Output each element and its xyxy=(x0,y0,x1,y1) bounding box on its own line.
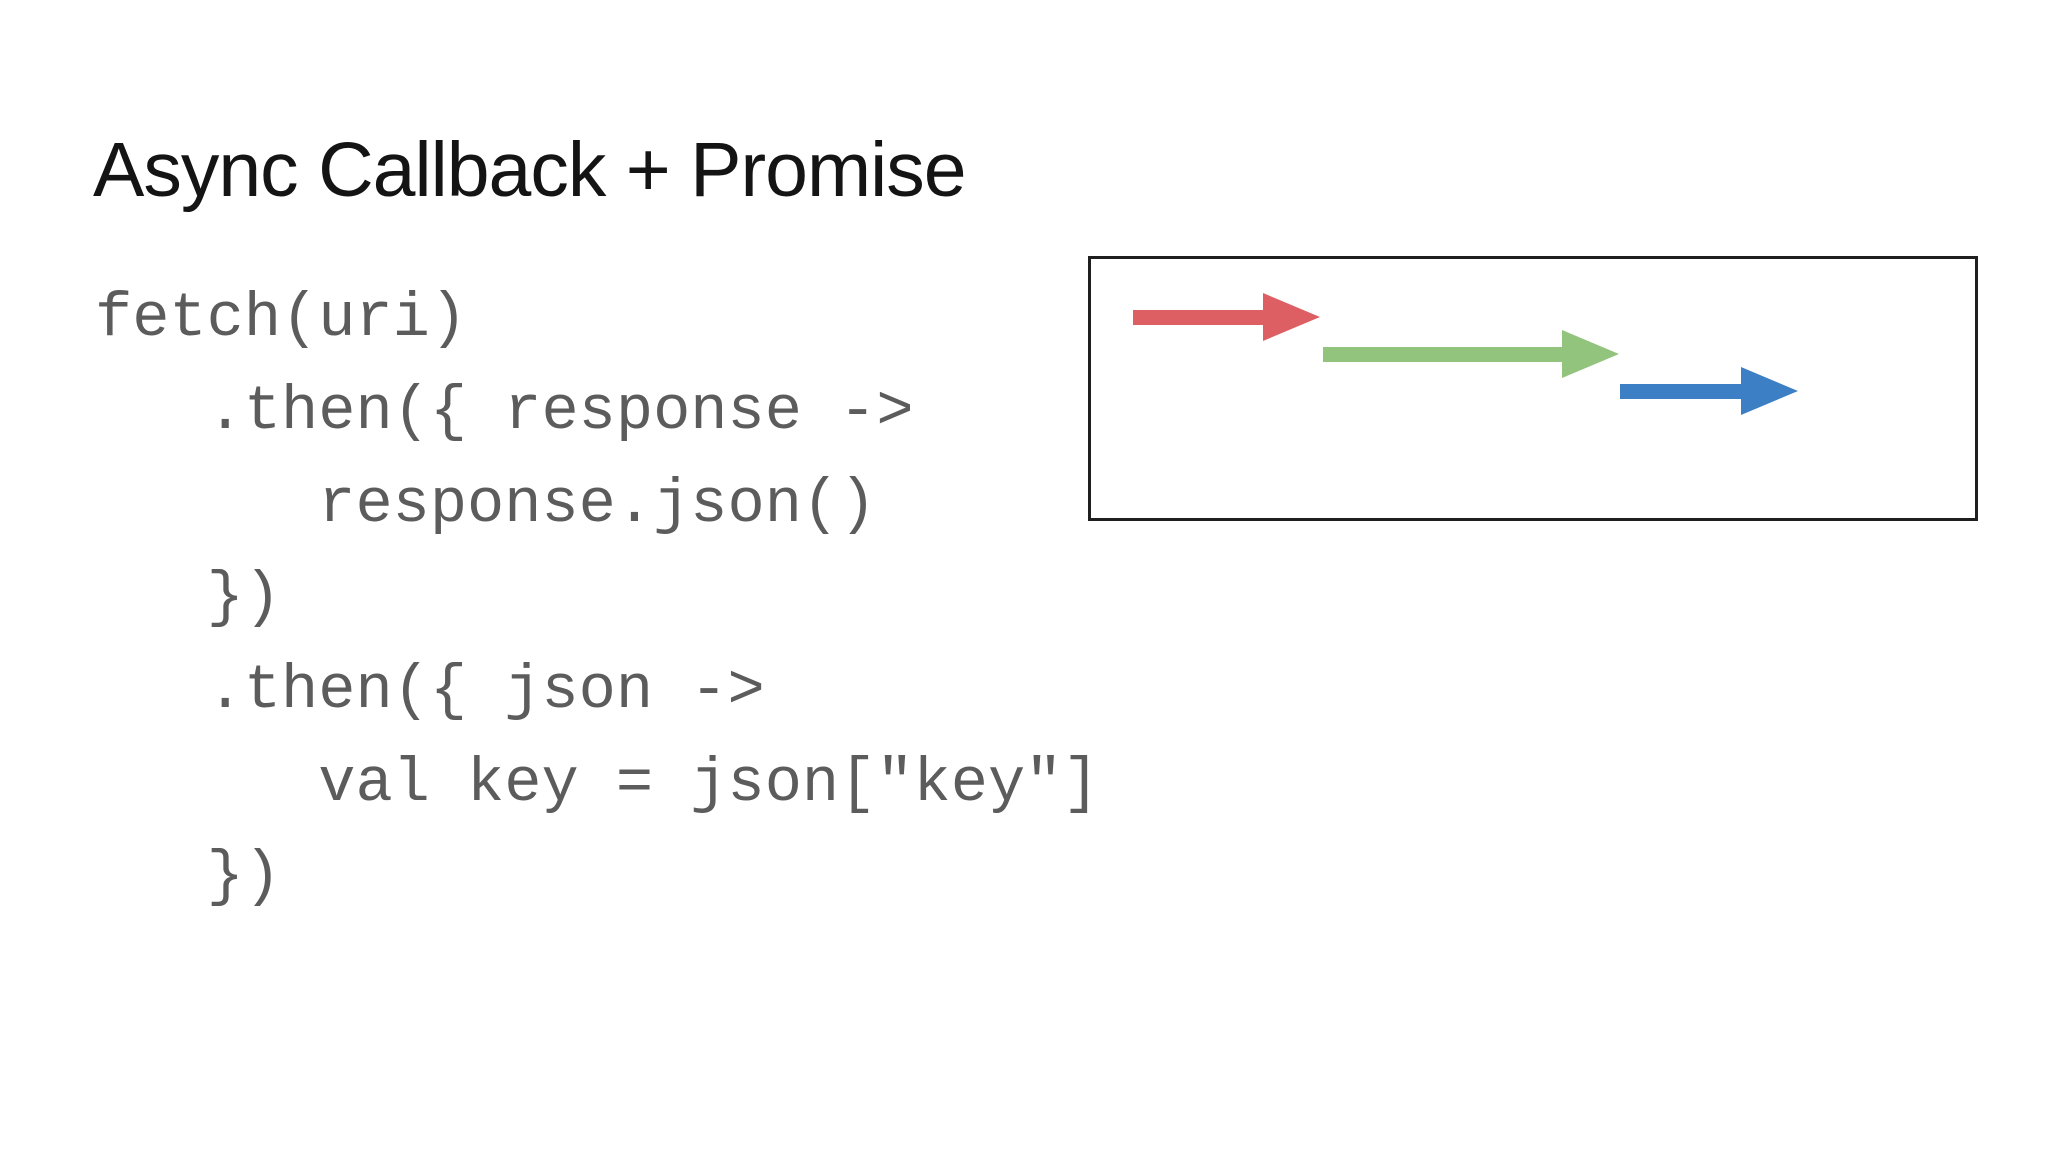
green-arrow-head xyxy=(1562,330,1619,378)
code-line: .then({ response -> xyxy=(95,376,914,447)
blue-arrow-shaft xyxy=(1620,384,1741,399)
code-line: }) xyxy=(95,841,282,912)
code-line: }) xyxy=(95,562,282,633)
code-line: val key = json["key"] xyxy=(95,748,1100,819)
blue-arrow-head xyxy=(1741,367,1798,415)
blue-arrow-icon xyxy=(1620,367,1798,415)
code-line: response.json() xyxy=(95,469,877,540)
green-arrow-shaft xyxy=(1323,347,1562,362)
green-arrow-icon xyxy=(1323,330,1619,378)
timeline-box xyxy=(1088,256,1978,521)
red-arrow-icon xyxy=(1133,293,1320,341)
red-arrow-head xyxy=(1263,293,1320,341)
code-block: fetch(uri) .then({ response -> response.… xyxy=(95,272,1100,923)
slide-title: Async Callback + Promise xyxy=(93,127,967,213)
arrows-diagram xyxy=(1133,293,1798,415)
red-arrow-shaft xyxy=(1133,310,1263,325)
code-line: fetch(uri) xyxy=(95,283,468,354)
code-line: .then({ json -> xyxy=(95,655,765,726)
